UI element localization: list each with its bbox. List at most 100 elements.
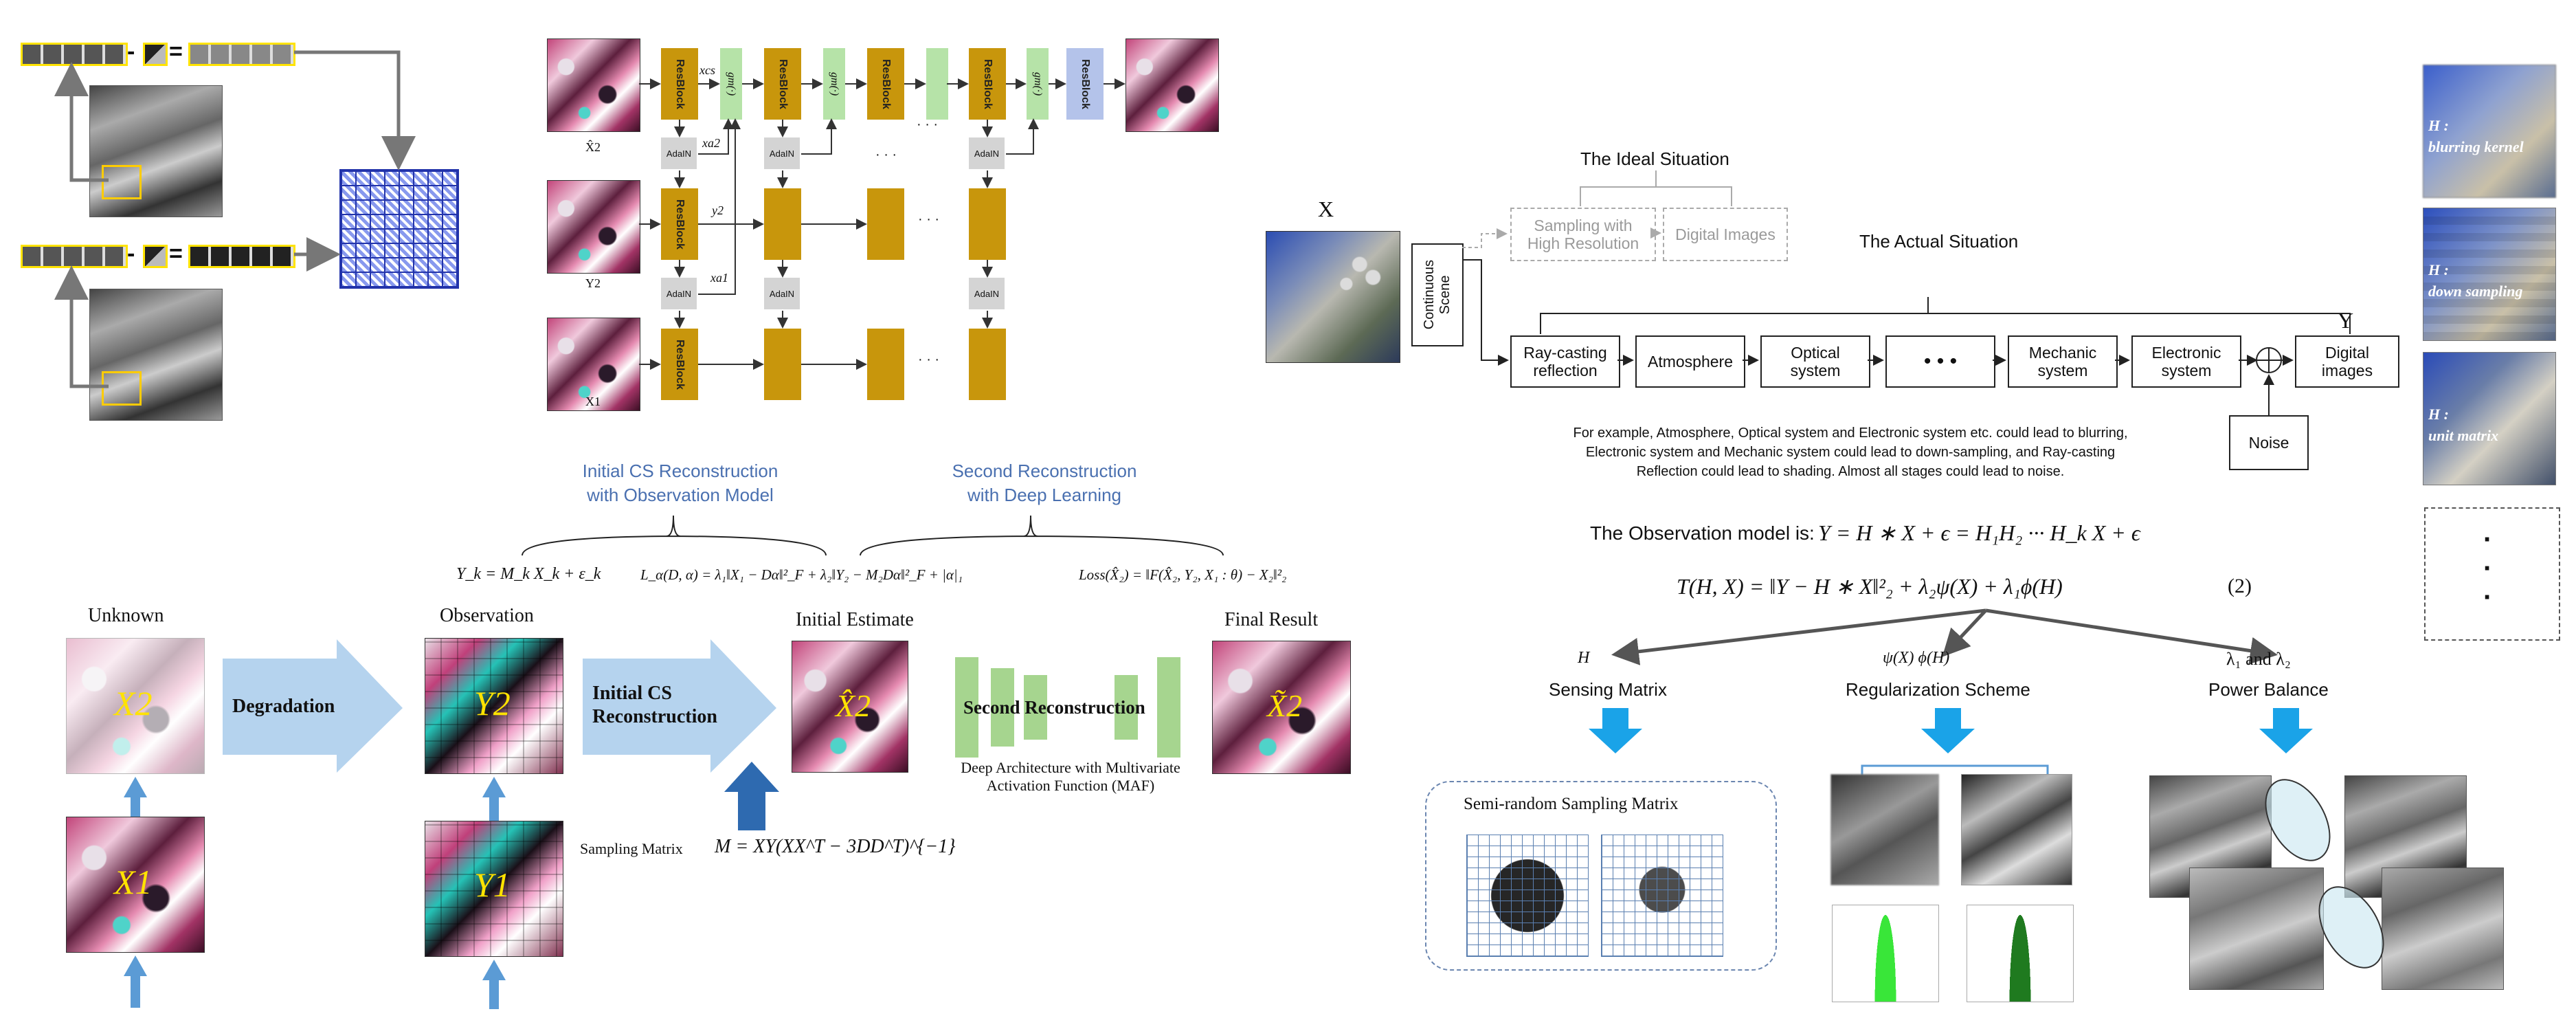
ellipsis: · · · [875, 147, 897, 162]
image-x1 [66, 817, 205, 953]
block-row2 [764, 188, 801, 260]
objective-equation-number: (2) [2228, 575, 2252, 597]
row2-minus: - [127, 241, 135, 267]
block-row2 [969, 188, 1006, 260]
grayscale-image-2 [89, 289, 223, 421]
gm-block: gm(·) [1027, 48, 1049, 120]
resblock: ResBlock [867, 48, 904, 120]
tile-label-x1: X1 [114, 863, 153, 901]
pipeline-atmosphere: Atmosphere [1635, 335, 1745, 388]
pipeline-mechanic-system: Mechanic system [2008, 335, 2118, 388]
input-image-xhat2 [547, 38, 640, 132]
sampling-grid-left [1466, 835, 1589, 957]
branch-symbol-psi-phi: ψ(X) ϕ(H) [1883, 649, 1950, 667]
resblock: ResBlock [764, 48, 801, 120]
observation-model-equation: Y = H ∗ X + ϵ = H₁H₂ ··· H_k X + ϵ [1818, 520, 2140, 545]
input-image-x1 [547, 318, 640, 411]
patch-stack-2 [102, 371, 142, 406]
stage-label-observation: Observation [440, 605, 534, 626]
title-second-reconstruction: Second Reconstruction with Deep Learning [952, 461, 1137, 506]
continuous-scene-label: Continuous Scene [1422, 260, 1453, 330]
edge-label-xa1: xa1 [710, 271, 728, 285]
pipeline-optical-system: Optical system [1760, 335, 1870, 388]
resblock-final: ResBlock [1066, 48, 1104, 120]
input-label-y2: Y2 [585, 276, 601, 290]
grayscale-image-1 [89, 85, 223, 217]
kernel-image-blurring [2423, 65, 2556, 198]
power-balance-image-3 [2189, 868, 2324, 990]
regularization-image-blurred [1830, 774, 1939, 885]
patch-stack-1 [102, 165, 142, 199]
row1-minus: - [127, 38, 135, 65]
tile-label-xtilde2: X̃2 [1267, 688, 1303, 723]
edge-label-xcs: xcs [699, 63, 715, 77]
adain-block: AdaIN [661, 278, 697, 309]
tile-label-y1: Y1 [474, 865, 511, 904]
h-label-blurring: H : blurring kernel [2428, 117, 2524, 155]
explanation-text: For example, Atmosphere, Optical system … [1573, 426, 2128, 479]
ideal-box-digital-images: Digital Images [1663, 208, 1788, 261]
ideal-title: The Ideal Situation [1580, 148, 1729, 169]
kernel-image-down-sampling [2423, 208, 2556, 341]
pipeline-digital-images: Digital images [2295, 335, 2399, 388]
pipeline-connections [1462, 170, 2351, 415]
maf-bar [991, 668, 1014, 747]
ellipsis: · · · [918, 352, 940, 367]
panel-c-braces [522, 515, 1224, 556]
adain-block: AdaIN [969, 278, 1005, 309]
equation-loss: Loss(X̂₂) = ‖F(X̂₂, Y₂, X₁ : θ) − X₂‖²₂ [1079, 566, 1287, 583]
adain-block: AdaIN [661, 137, 697, 169]
panel-a-arrows [54, 50, 416, 388]
branch-label-sensing-matrix: Sensing Matrix [1549, 679, 1667, 700]
maf-bar [955, 657, 978, 758]
input-image-y2 [547, 180, 640, 274]
equation-loss-alpha: L_α(D, α) = λ₁‖X₁ − Dα‖²_F + λ₂‖Y₂ − M₂D… [640, 566, 963, 583]
histogram-light [1832, 905, 1939, 1002]
input-label-xhat2: X̂2 [585, 140, 601, 154]
objective-equation: T(H, X) = ‖Y − H ∗ X‖²₂ + λ₂ψ(X) + λ₁ϕ(H… [1677, 574, 2063, 599]
branch-arrows [1611, 608, 2278, 665]
x-label: X [1318, 197, 1334, 221]
second-reconstruction-label: Second Reconstruction [963, 697, 1145, 718]
block-row2 [867, 188, 904, 260]
patch-strip-1b [188, 43, 295, 66]
block-row3 [867, 329, 904, 400]
maf-bar [1157, 657, 1180, 758]
semi-random-panel [1425, 781, 1777, 971]
sampling-matrix-equation: M = XY(XX^T − 3DD^T)^{−1} [715, 836, 956, 857]
block-row3 [764, 329, 801, 400]
tile-label-xhat2: X̂2 [836, 688, 871, 723]
edge-label-xa2: xa2 [702, 136, 720, 150]
adain-block: AdaIN [764, 278, 800, 309]
blue-drop-arrows [1589, 708, 2313, 753]
kernel-image-unit-matrix [2423, 352, 2556, 485]
continuous-scene-box: Continuous Scene [1411, 243, 1464, 346]
stage-label-initial-estimate: Initial Estimate [796, 609, 914, 630]
regularization-bracket [1861, 764, 2049, 775]
block-row3 [969, 329, 1006, 400]
branch-label-regularization: Regularization Scheme [1846, 679, 2030, 700]
stage-label-unknown: Unknown [88, 605, 164, 626]
histogram-dark [1967, 905, 2074, 1002]
more-kernels-box [2424, 507, 2560, 641]
branch-symbol-h: H [1578, 649, 1590, 667]
stage-label-final-result: Final Result [1224, 609, 1319, 630]
arrow-label-degradation: Degradation [232, 696, 335, 717]
final-result-image [1212, 641, 1351, 774]
patch-strip-2b [188, 245, 295, 268]
adain-block: AdaIN [764, 137, 800, 169]
title-initial-cs: Initial CS Reconstruction with Observati… [582, 461, 779, 506]
observation-model-prefix: The Observation model is: [1590, 522, 1815, 544]
resblock: ResBlock [969, 48, 1006, 120]
power-balance-image-4 [2382, 868, 2504, 990]
gm-block: gm(·) [720, 48, 742, 120]
big-arrows [223, 639, 776, 773]
input-label-x1: X1 [585, 395, 601, 408]
ellipsis: · · · [918, 212, 940, 227]
noise-box: Noise [2229, 415, 2309, 470]
actual-title: The Actual Situation [1859, 231, 2019, 252]
observation-image-y2 [425, 638, 563, 774]
network-connections [639, 78, 1125, 370]
resblock: ResBlock [661, 188, 698, 260]
